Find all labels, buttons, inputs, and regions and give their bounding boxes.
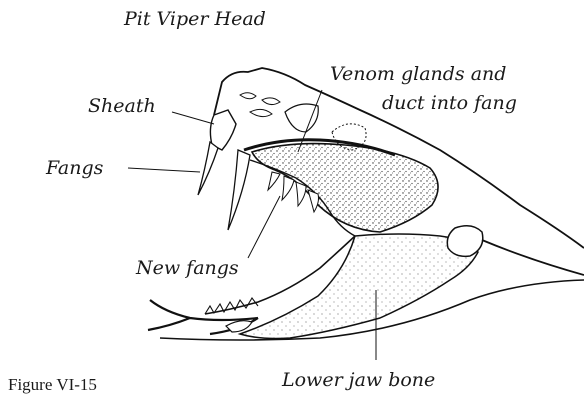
main-fang-front xyxy=(198,142,218,195)
label-lower-jaw: Lower jaw bone xyxy=(282,371,435,390)
label-fangs: Fangs xyxy=(46,159,103,178)
label-new-fangs: New fangs xyxy=(136,259,239,278)
lower-jaw-interior xyxy=(240,234,478,339)
venom-leader xyxy=(298,90,322,152)
eye-ridge xyxy=(285,104,318,132)
diagram-title: Pit Viper Head xyxy=(124,10,266,29)
snout-scale-2 xyxy=(262,98,280,105)
fangs-leader xyxy=(128,168,200,172)
lower-jaw-bone xyxy=(447,226,482,257)
new-fang-4 xyxy=(308,190,319,212)
sheath-leader xyxy=(172,112,214,124)
fang-sheath xyxy=(210,110,236,150)
snout-scale-3 xyxy=(250,109,272,116)
lower-teeth xyxy=(205,298,258,314)
new-fangs-leader xyxy=(248,196,280,258)
main-fang-back xyxy=(228,150,250,230)
label-sheath: Sheath xyxy=(88,97,156,116)
venom-gland xyxy=(252,144,438,232)
new-fang-3 xyxy=(296,182,306,206)
lower-jaw-outline xyxy=(482,240,584,275)
snout-scale-1 xyxy=(240,93,256,99)
label-venom-line2: duct into fang xyxy=(382,94,517,113)
label-venom-line1: Venom glands and xyxy=(330,65,506,84)
new-fang-1 xyxy=(268,172,280,190)
figure-caption: Figure VI-15 xyxy=(8,376,97,393)
new-fang-2 xyxy=(282,176,294,200)
